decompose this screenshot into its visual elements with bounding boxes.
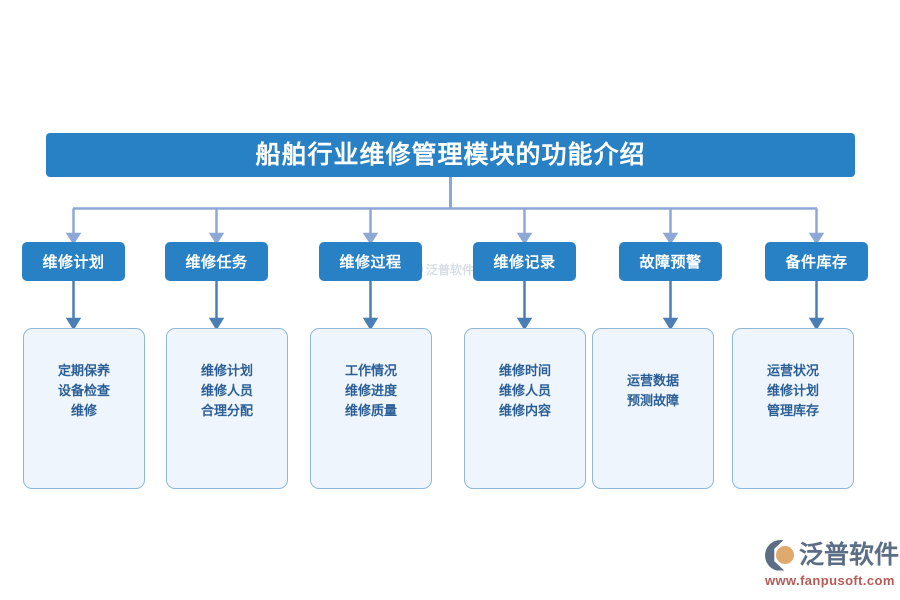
category-box-maintenance-process[interactable]: 维修过程 — [319, 242, 422, 281]
page-title: 船舶行业维修管理模块的功能介绍 — [255, 140, 646, 169]
detail-box-maintenance-plan[interactable]: 定期保养 设备检查 维修 — [23, 328, 145, 489]
detail-box-maintenance-process[interactable]: 工作情况 维修进度 维修质量 — [310, 328, 432, 489]
detail-text: 运营数据 预测故障 — [626, 372, 679, 408]
category-label: 故障预警 — [639, 254, 702, 271]
detail-box-spare-parts-inventory[interactable]: 运营状况 维修计划 管理库存 — [732, 328, 854, 489]
fanpu-logo-icon — [765, 539, 796, 571]
brand-logo: 泛普软件 www.fanpusoft.com — [765, 538, 899, 594]
detail-text: 维修时间 维修人员 维修内容 — [498, 362, 551, 418]
category-box-fault-warning[interactable]: 故障预警 — [619, 242, 722, 281]
category-box-spare-parts-inventory[interactable]: 备件库存 — [765, 242, 868, 281]
watermark-label: 泛普软件 — [426, 262, 475, 277]
category-label: 维修过程 — [339, 254, 402, 271]
diagram-title-banner: 船舶行业维修管理模块的功能介绍 — [46, 133, 855, 177]
category-box-maintenance-plan[interactable]: 维修计划 — [22, 242, 125, 281]
brand-name: 泛普软件 — [799, 540, 900, 569]
detail-text: 定期保养 设备检查 维修 — [57, 362, 110, 418]
category-label: 维修计划 — [42, 254, 105, 271]
detail-text: 工作情况 维修进度 维修质量 — [344, 362, 397, 418]
category-box-maintenance-task[interactable]: 维修任务 — [165, 242, 268, 281]
detail-text: 维修计划 维修人员 合理分配 — [200, 362, 253, 418]
detail-box-maintenance-task[interactable]: 维修计划 维修人员 合理分配 — [166, 328, 288, 489]
detail-text: 运营状况 维修计划 管理库存 — [766, 362, 819, 418]
category-box-maintenance-record[interactable]: 维修记录 — [473, 242, 576, 281]
detail-box-maintenance-record[interactable]: 维修时间 维修人员 维修内容 — [464, 328, 586, 489]
detail-box-fault-warning[interactable]: 运营数据 预测故障 — [592, 328, 714, 489]
brand-logo-row: 泛普软件 — [765, 538, 899, 572]
brand-url: www.fanpusoft.com — [765, 573, 895, 588]
category-label: 维修任务 — [185, 254, 248, 271]
category-label: 备件库存 — [785, 254, 848, 271]
category-label: 维修记录 — [493, 254, 556, 271]
